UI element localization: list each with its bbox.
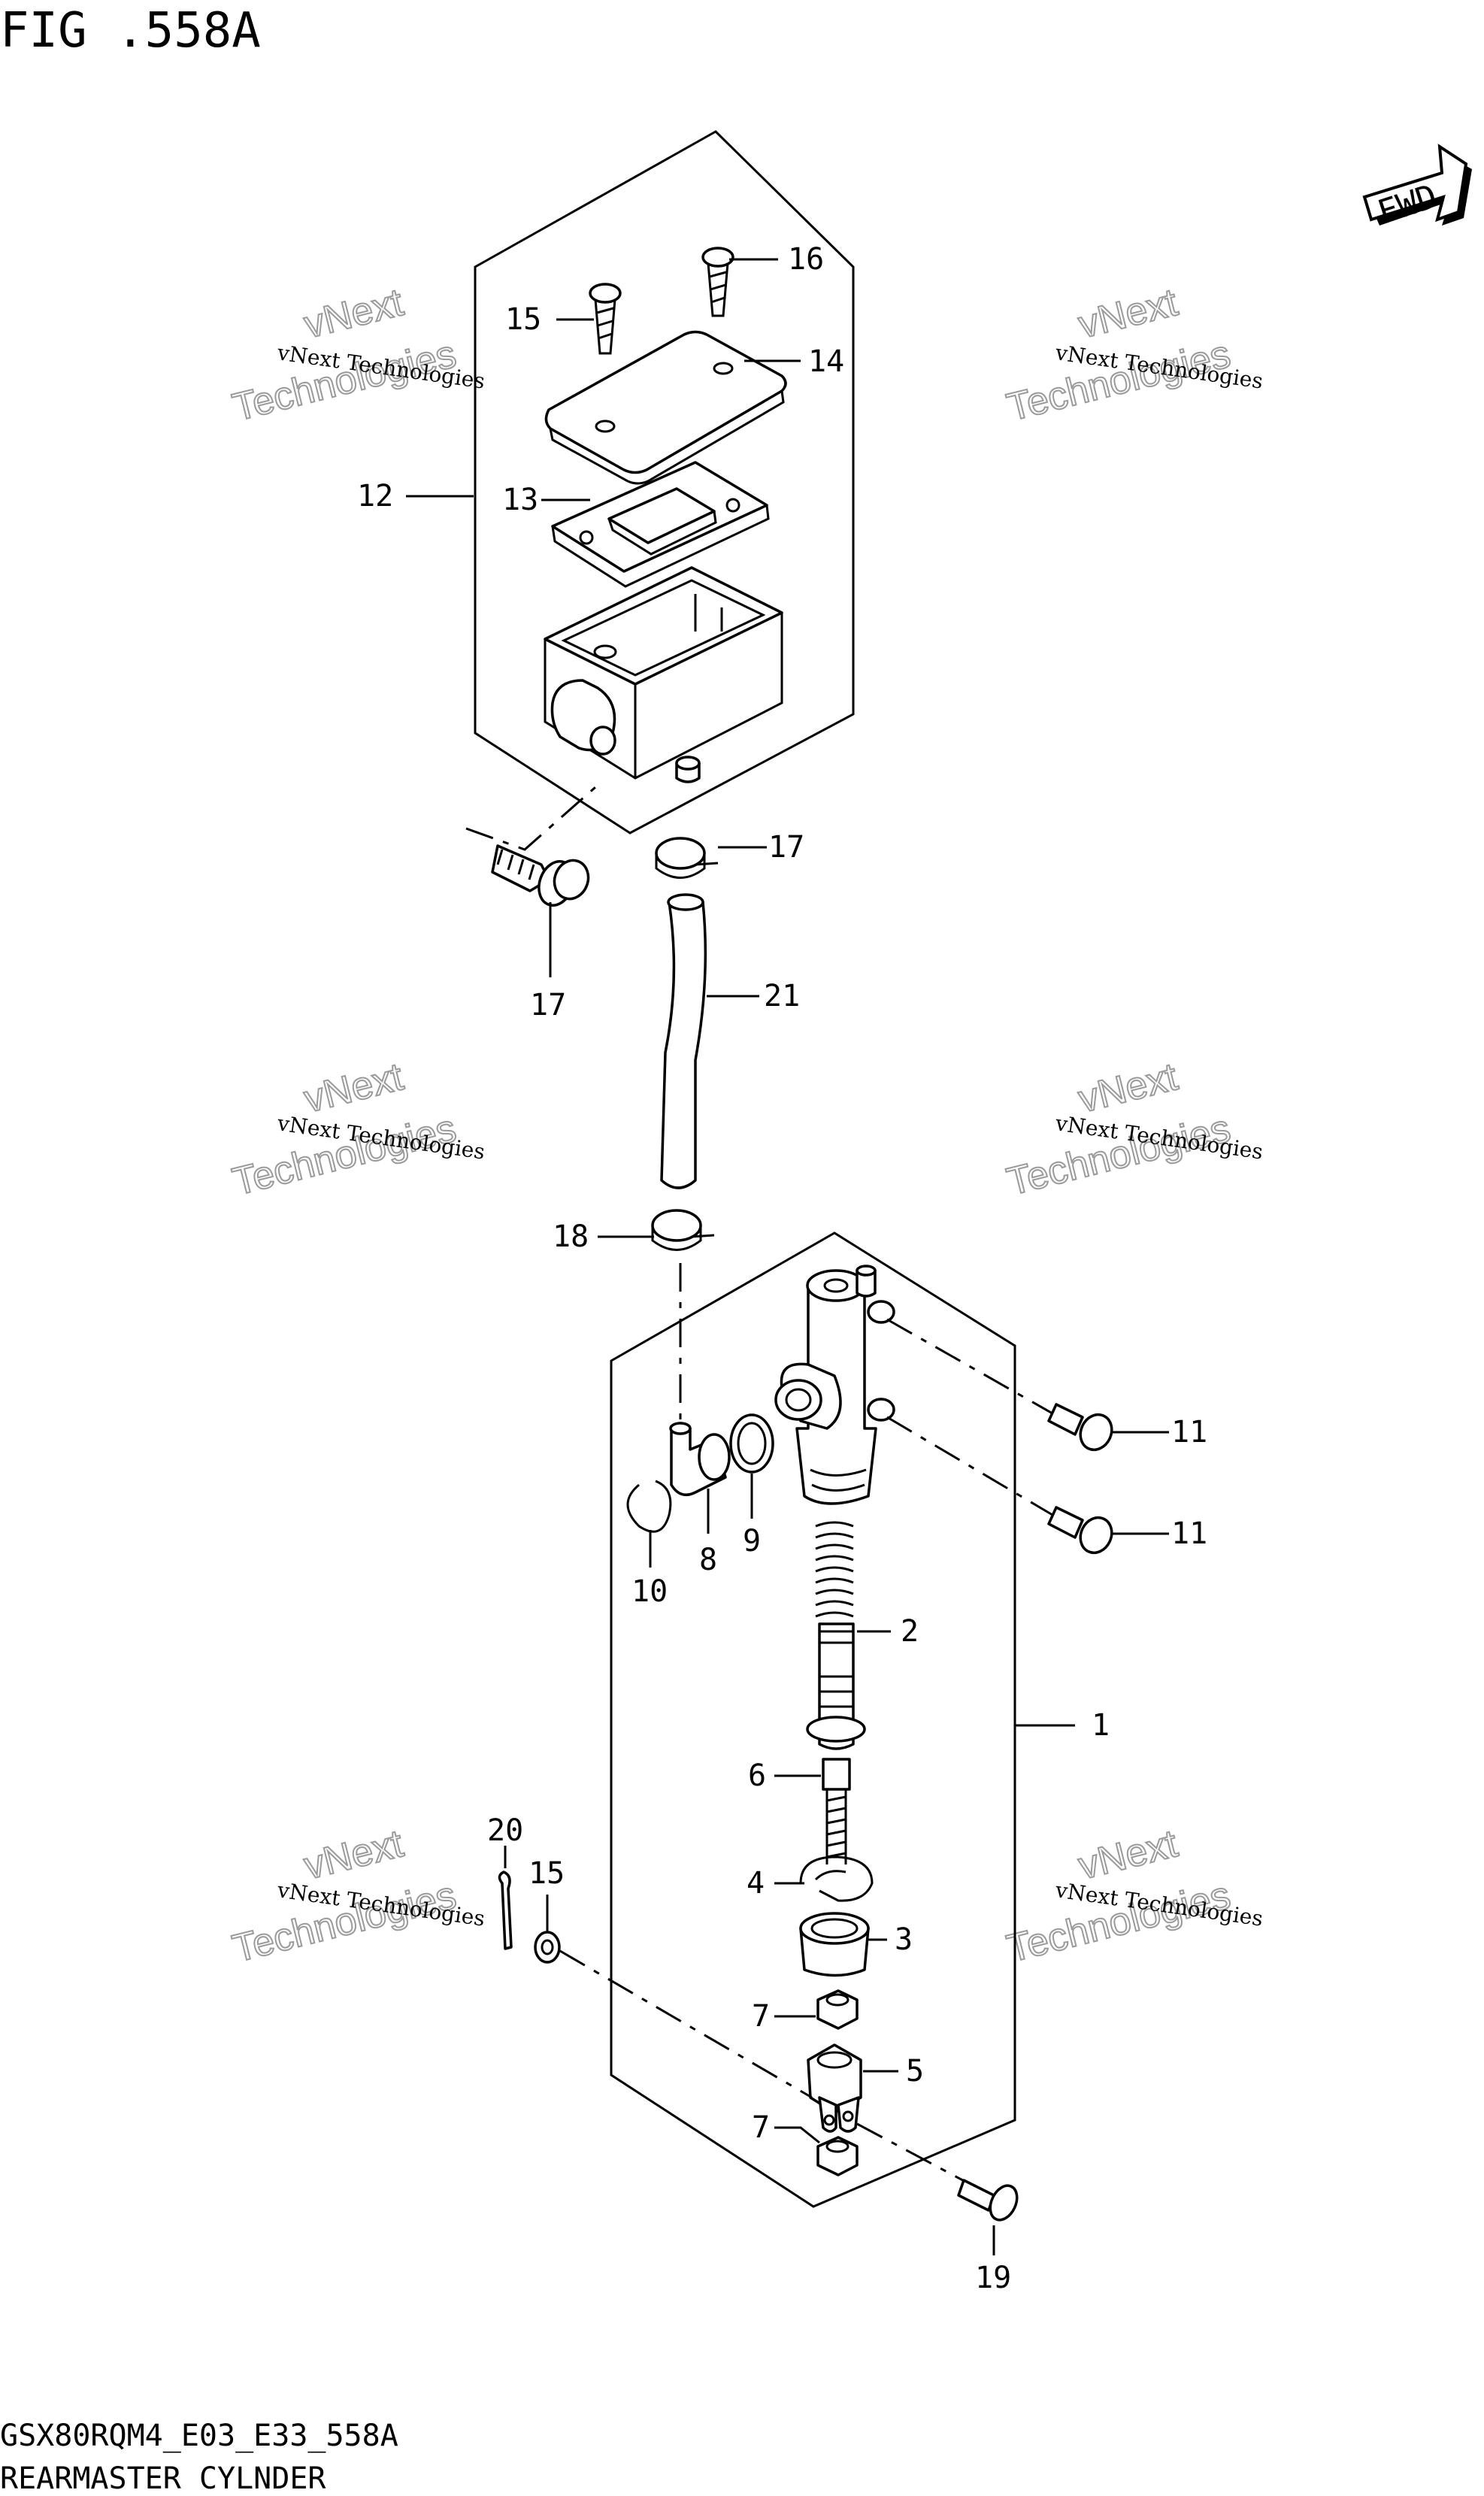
watermark-bottom-right: vNext Technologies vNext Technologies (1002, 1821, 1264, 1972)
callout-7-bottom: 7 (752, 2110, 770, 2145)
callout-4: 4 (747, 1866, 765, 1901)
washer-19 (534, 1931, 561, 1964)
callout-3: 3 (895, 1922, 913, 1957)
svg-text:vNext: vNext (300, 1822, 408, 1889)
callout-12: 12 (357, 479, 393, 513)
callout-17-bottom: 18 (553, 1219, 589, 1254)
watermark-top-right: vNext Technologies vNext Technologies (1002, 280, 1264, 431)
callout-11-bottom: 11 (1171, 1516, 1207, 1551)
clevis-5 (807, 2043, 862, 2133)
svg-text:vNext: vNext (300, 1055, 408, 1122)
callout-19: 15 (528, 1856, 565, 1891)
bolt-11a-leader (886, 1318, 1053, 1415)
reservoir-group-outline (474, 130, 855, 835)
svg-text:vNext: vNext (1074, 280, 1183, 347)
screw-15-right (701, 247, 734, 317)
callout-7-top: 7 (752, 1999, 770, 2034)
boot-3 (799, 1912, 870, 1977)
pushrod-6 (806, 1716, 866, 1864)
model-code: GSX80RQM4_E03_E33_558A (0, 2419, 398, 2453)
cotter-pin-20 (498, 1870, 513, 1950)
reservoir-body (544, 566, 783, 783)
bolt-11a (1047, 1403, 1113, 1452)
callout-6: 6 (748, 1758, 766, 1793)
fwd-label: FWD (1373, 177, 1441, 232)
callout-17-top: 17 (768, 830, 804, 865)
callout-8: 8 (699, 1543, 717, 1577)
diaphragm-13 (551, 461, 770, 588)
callout-18: 19 (975, 2261, 1011, 2295)
svg-text:vNext: vNext (1074, 1055, 1183, 1122)
circlip-4 (799, 1855, 874, 1902)
watermark-mid-left: vNext Technologies vNext Technologies (228, 1054, 486, 1205)
callout-15-right: 16 (788, 242, 824, 277)
oring-9 (729, 1413, 774, 1474)
bolt-11b-leader (886, 1416, 1053, 1516)
diagram-caption: REARMASTER CYLNDER (0, 2461, 326, 2496)
clamp-17-top (655, 837, 719, 879)
watermark-top-left: vNext Technologies vNext Technologies (228, 280, 486, 431)
master-cylinder-group-outline (610, 1231, 1016, 2208)
figure-title: FIG .558A (0, 3, 261, 59)
reservoir-cap-14 (544, 330, 787, 485)
washer-19-leader (559, 1949, 813, 2099)
callout-13: 13 (502, 483, 538, 517)
fwd-arrow-icon: FWD (1362, 144, 1472, 232)
master-cylinder-body (774, 1265, 895, 1505)
svg-text:vNext: vNext (300, 280, 408, 347)
callout-1: 1 (1092, 1708, 1110, 1743)
callout-2: 2 (901, 1614, 919, 1649)
hose-21 (660, 893, 707, 1189)
callout-15-left: 15 (505, 302, 541, 337)
nut-7-top (816, 1989, 859, 2030)
pin-18-leader (856, 2122, 971, 2186)
bolt-11b (1047, 1506, 1113, 1555)
circlip-10 (626, 1480, 672, 1533)
clamp-17-bottom (651, 1209, 715, 1251)
callout-20: 20 (487, 1813, 523, 1848)
watermark-bottom-left: vNext Technologies vNext Technologies (228, 1821, 486, 1972)
callout-10: 10 (631, 1574, 668, 1609)
clevis-pin-18 (957, 2179, 1019, 2222)
callout-leaders (406, 258, 1169, 2255)
callout-16: 17 (530, 988, 566, 1022)
svg-text:vNext: vNext (1074, 1822, 1183, 1889)
callout-9: 9 (743, 1524, 761, 1558)
union-8 (669, 1422, 731, 1497)
nut-7-bottom (816, 2136, 859, 2176)
callout-11-top: 11 (1171, 1415, 1207, 1449)
callout-5: 5 (906, 2054, 924, 2089)
spring-piston-2 (815, 1521, 855, 1750)
screw-15-left (589, 283, 622, 355)
callout-14: 14 (808, 344, 844, 379)
watermark-mid-right: vNext Technologies vNext Technologies (1002, 1054, 1264, 1205)
callout-21: 21 (764, 979, 800, 1013)
bolt-16 (491, 844, 590, 907)
bolt-16-leader (465, 780, 602, 851)
